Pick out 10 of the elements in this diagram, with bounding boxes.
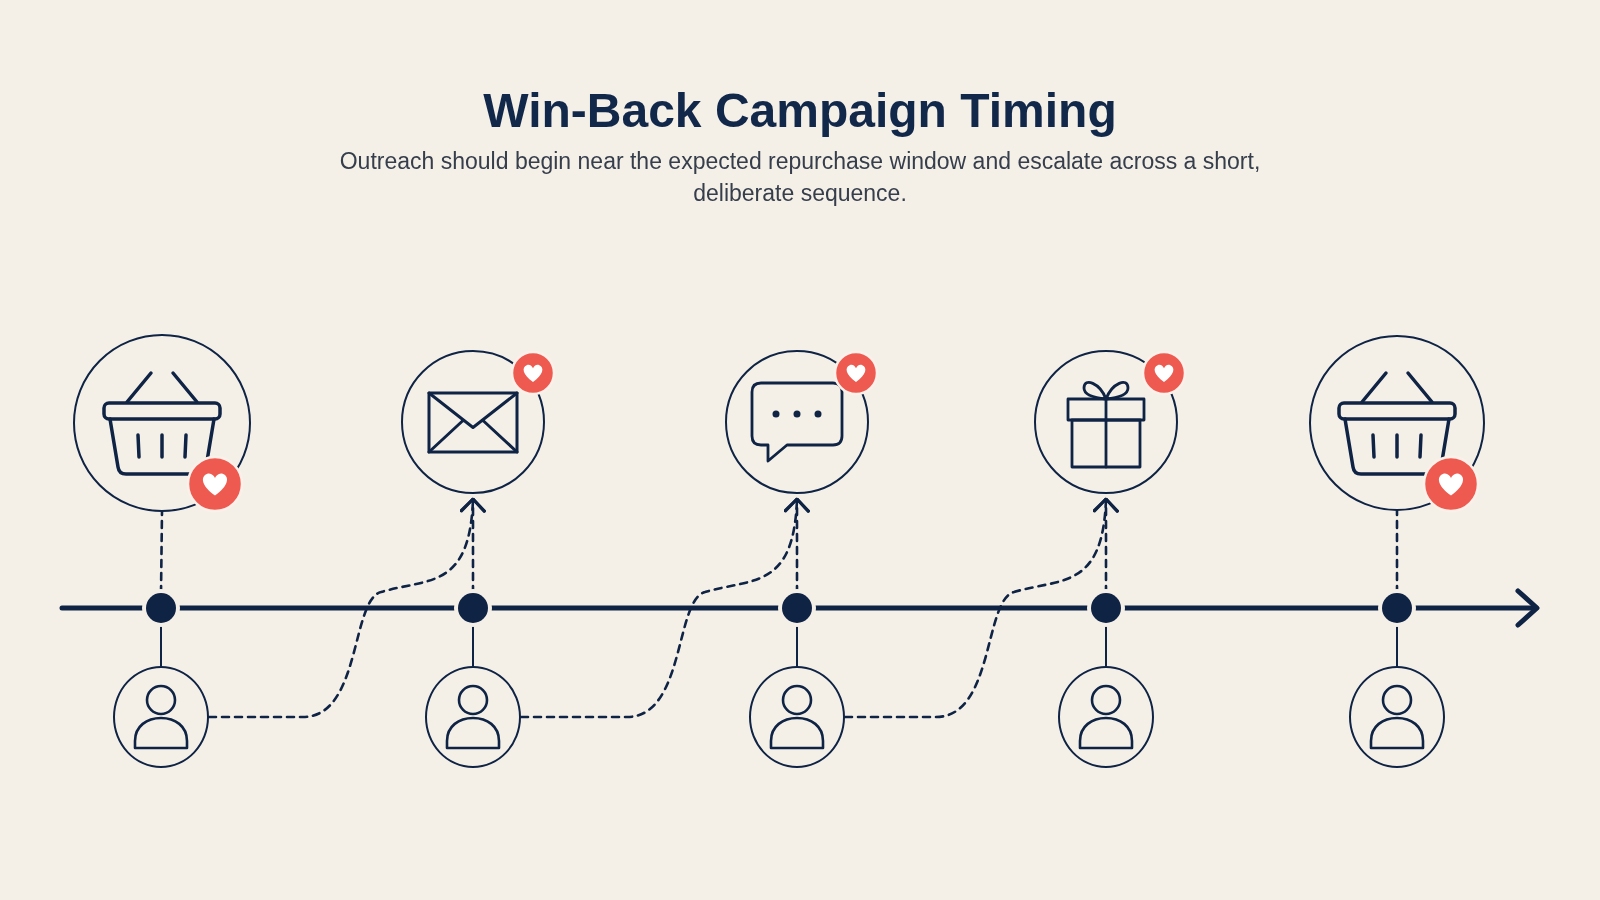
timeline-dot: [146, 593, 176, 623]
timeline-dot: [1091, 593, 1121, 623]
dashed-arrow: [843, 497, 1119, 719]
timeline-dot: [1382, 593, 1412, 623]
subtitle: Outreach should begin near the expected repurchase window and escalate across a short, deliberate sequence.: [338, 147, 1262, 208]
timeline-dot: [782, 593, 812, 623]
timeline-dot: [458, 593, 488, 623]
dashed-arrow: [519, 497, 810, 719]
dashed-arrow: [207, 497, 486, 719]
title: Win-Back Campaign Timing: [483, 83, 1117, 139]
